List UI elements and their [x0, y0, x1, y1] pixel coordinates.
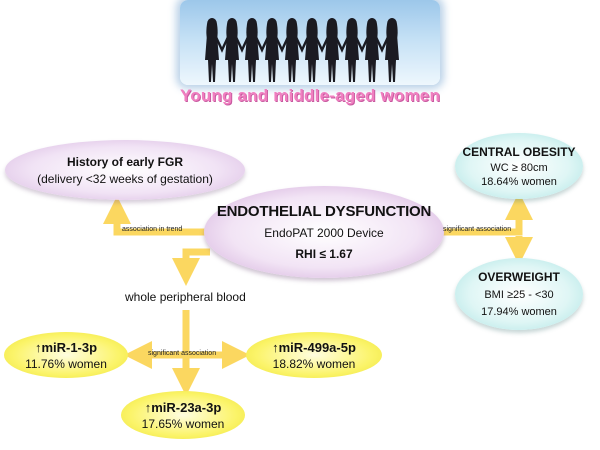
mir-percent: 17.65% women	[141, 416, 225, 431]
center-title: ENDOTHELIAL DYSFUNCTION	[216, 203, 432, 220]
significant-association-mid-label: significant association	[148, 350, 217, 357]
center-criterion: RHI ≤ 1.67	[295, 247, 353, 261]
obesity-percent: 18.64% women	[481, 175, 557, 188]
association-in-trend-label: association in trend	[122, 226, 183, 233]
mir-1-3p-ellipse: ↑miR-1-3p 11.76% women	[4, 332, 128, 378]
obesity-title: CENTRAL OBESITY	[462, 144, 576, 159]
women-silhouettes-icon	[205, 18, 399, 82]
banner-image	[180, 0, 440, 85]
fgr-ellipse: History of early FGR (delivery <32 weeks…	[5, 140, 245, 200]
banner-title: Young and middle-aged women	[179, 86, 441, 105]
arrow-to-blood	[172, 248, 210, 286]
mir-23a-3p-ellipse: ↑miR-23a-3p 17.65% women	[121, 391, 245, 439]
obesity-criterion: WC ≥ 80cm	[490, 161, 548, 174]
mir-name: ↑miR-499a-5p	[272, 339, 356, 355]
center-device: EndoPAT 2000 Device	[264, 226, 384, 240]
fgr-detail: (delivery <32 weeks of gestation)	[37, 171, 213, 186]
whole-peripheral-blood-label: whole peripheral blood	[125, 290, 246, 304]
endothelial-dysfunction-ellipse: ENDOTHELIAL DYSFUNCTION EndoPAT 2000 Dev…	[204, 186, 444, 278]
arrow-to-fgr	[103, 196, 212, 236]
overweight-ellipse: OVERWEIGHT BMI ≥25 - <30 17.94% women	[455, 258, 583, 330]
arrow-to-obesity	[440, 192, 533, 236]
overweight-percent: 17.94% women	[481, 306, 557, 318]
fgr-title: History of early FGR	[66, 154, 184, 169]
mir-499a-5p-ellipse: ↑miR-499a-5p 18.82% women	[246, 332, 382, 378]
overweight-criterion: BMI ≥25 - <30	[484, 289, 554, 301]
mir-percent: 18.82% women	[272, 356, 356, 371]
mir-percent: 11.76% women	[25, 356, 107, 371]
overweight-title: OVERWEIGHT	[478, 270, 560, 284]
significant-association-right-label: significant association	[443, 226, 512, 233]
central-obesity-ellipse: CENTRAL OBESITY WC ≥ 80cm 18.64% women	[455, 133, 583, 199]
mir-name: ↑miR-1-3p	[34, 339, 98, 355]
mir-name: ↑miR-23a-3p	[144, 399, 222, 415]
